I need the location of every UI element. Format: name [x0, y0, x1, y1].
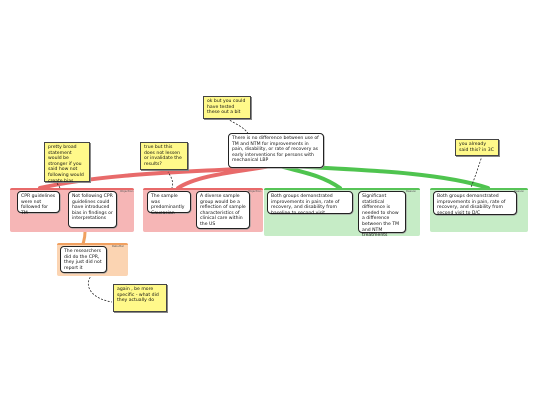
note-link-true-but — [167, 171, 173, 193]
objection-tag-2: Objection — [248, 189, 262, 193]
reason-tag-3: Reason — [406, 189, 417, 193]
premise-2b[interactable]: A diverse sample group would be a reflec… — [196, 191, 250, 229]
note-again[interactable]: again , be more specific - what did they… — [113, 284, 167, 312]
note-top[interactable]: ok but you could have tested these out a… — [203, 96, 251, 119]
rebuttal-tag: Rebuttal — [112, 244, 124, 248]
premise-2a[interactable]: The sample was predominantly Caucasian — [147, 191, 191, 216]
premise-1a[interactable]: CPR guidelines were not followed for TM — [17, 191, 60, 216]
premise-3b[interactable]: Significant statistical difference is ne… — [358, 191, 406, 238]
note-link-again — [87, 271, 113, 303]
note-already[interactable]: you already said this? in 3C — [455, 139, 499, 156]
premise-1b[interactable]: Not following CPR guidelines could have … — [68, 191, 117, 228]
premise-4a[interactable]: Both groups demonstrated improvements in… — [433, 191, 517, 216]
note-pretty-broad[interactable]: pretty broad statement would be stronger… — [44, 142, 90, 184]
rebuttal-box[interactable]: The researchers did do the CPR, they jus… — [60, 246, 107, 273]
note-true-but[interactable]: true but this does not lessen or invalid… — [140, 142, 188, 170]
reason-tag-4: Reason — [514, 189, 525, 193]
note-link-top — [225, 117, 249, 135]
note-link-already — [469, 155, 483, 191]
premise-3a[interactable]: Both groups demonstrated improvements in… — [267, 191, 353, 216]
objection-tag-1: Objection — [120, 189, 134, 193]
main-claim[interactable]: There is no difference between use of TM… — [228, 133, 324, 168]
